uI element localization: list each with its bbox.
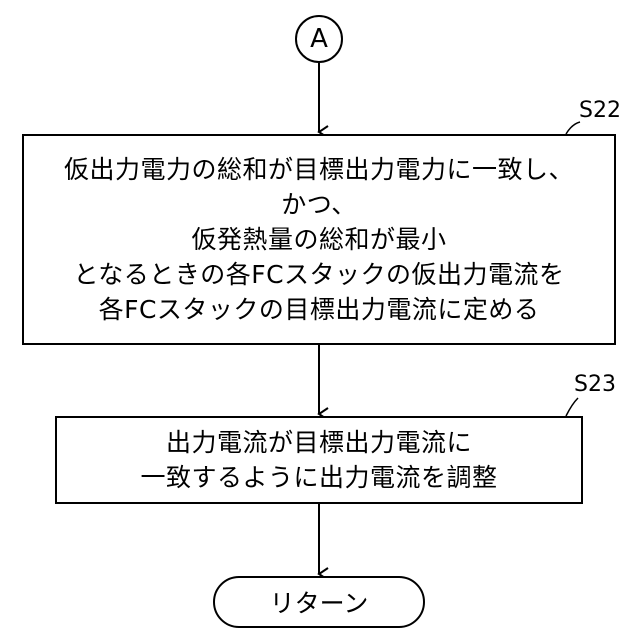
process-text-line: かつ、 xyxy=(281,187,357,222)
process-text-line: 一致するように出力電流を調整 xyxy=(140,460,497,495)
connector-a: A xyxy=(295,15,343,63)
process-text-line: となるときの各FCスタックの仮出力電流を xyxy=(73,257,564,292)
process-box-s23: 出力電流が目標出力電流に 一致するように出力電流を調整 xyxy=(55,416,583,504)
step-label-leader-s22 xyxy=(566,122,580,134)
step-id-s23: S23 xyxy=(574,372,616,397)
step-id-s22: S22 xyxy=(579,98,621,123)
process-text-line: 仮出力電力の総和が目標出力電力に一致し、 xyxy=(64,152,574,187)
process-text-line: 出力電流が目標出力電流に xyxy=(166,425,472,460)
process-box-s22: 仮出力電力の総和が目標出力電力に一致し、 かつ、 仮発熱量の総和が最小 となると… xyxy=(22,134,616,345)
process-text-line: 仮発熱量の総和が最小 xyxy=(191,222,446,257)
terminal-label: リターン xyxy=(270,584,369,620)
connector-label: A xyxy=(310,24,328,54)
process-text-line: 各FCスタックの目標出力電流に定める xyxy=(99,292,540,327)
terminal-return: リターン xyxy=(213,576,425,628)
step-label-leader-s23 xyxy=(566,398,578,416)
